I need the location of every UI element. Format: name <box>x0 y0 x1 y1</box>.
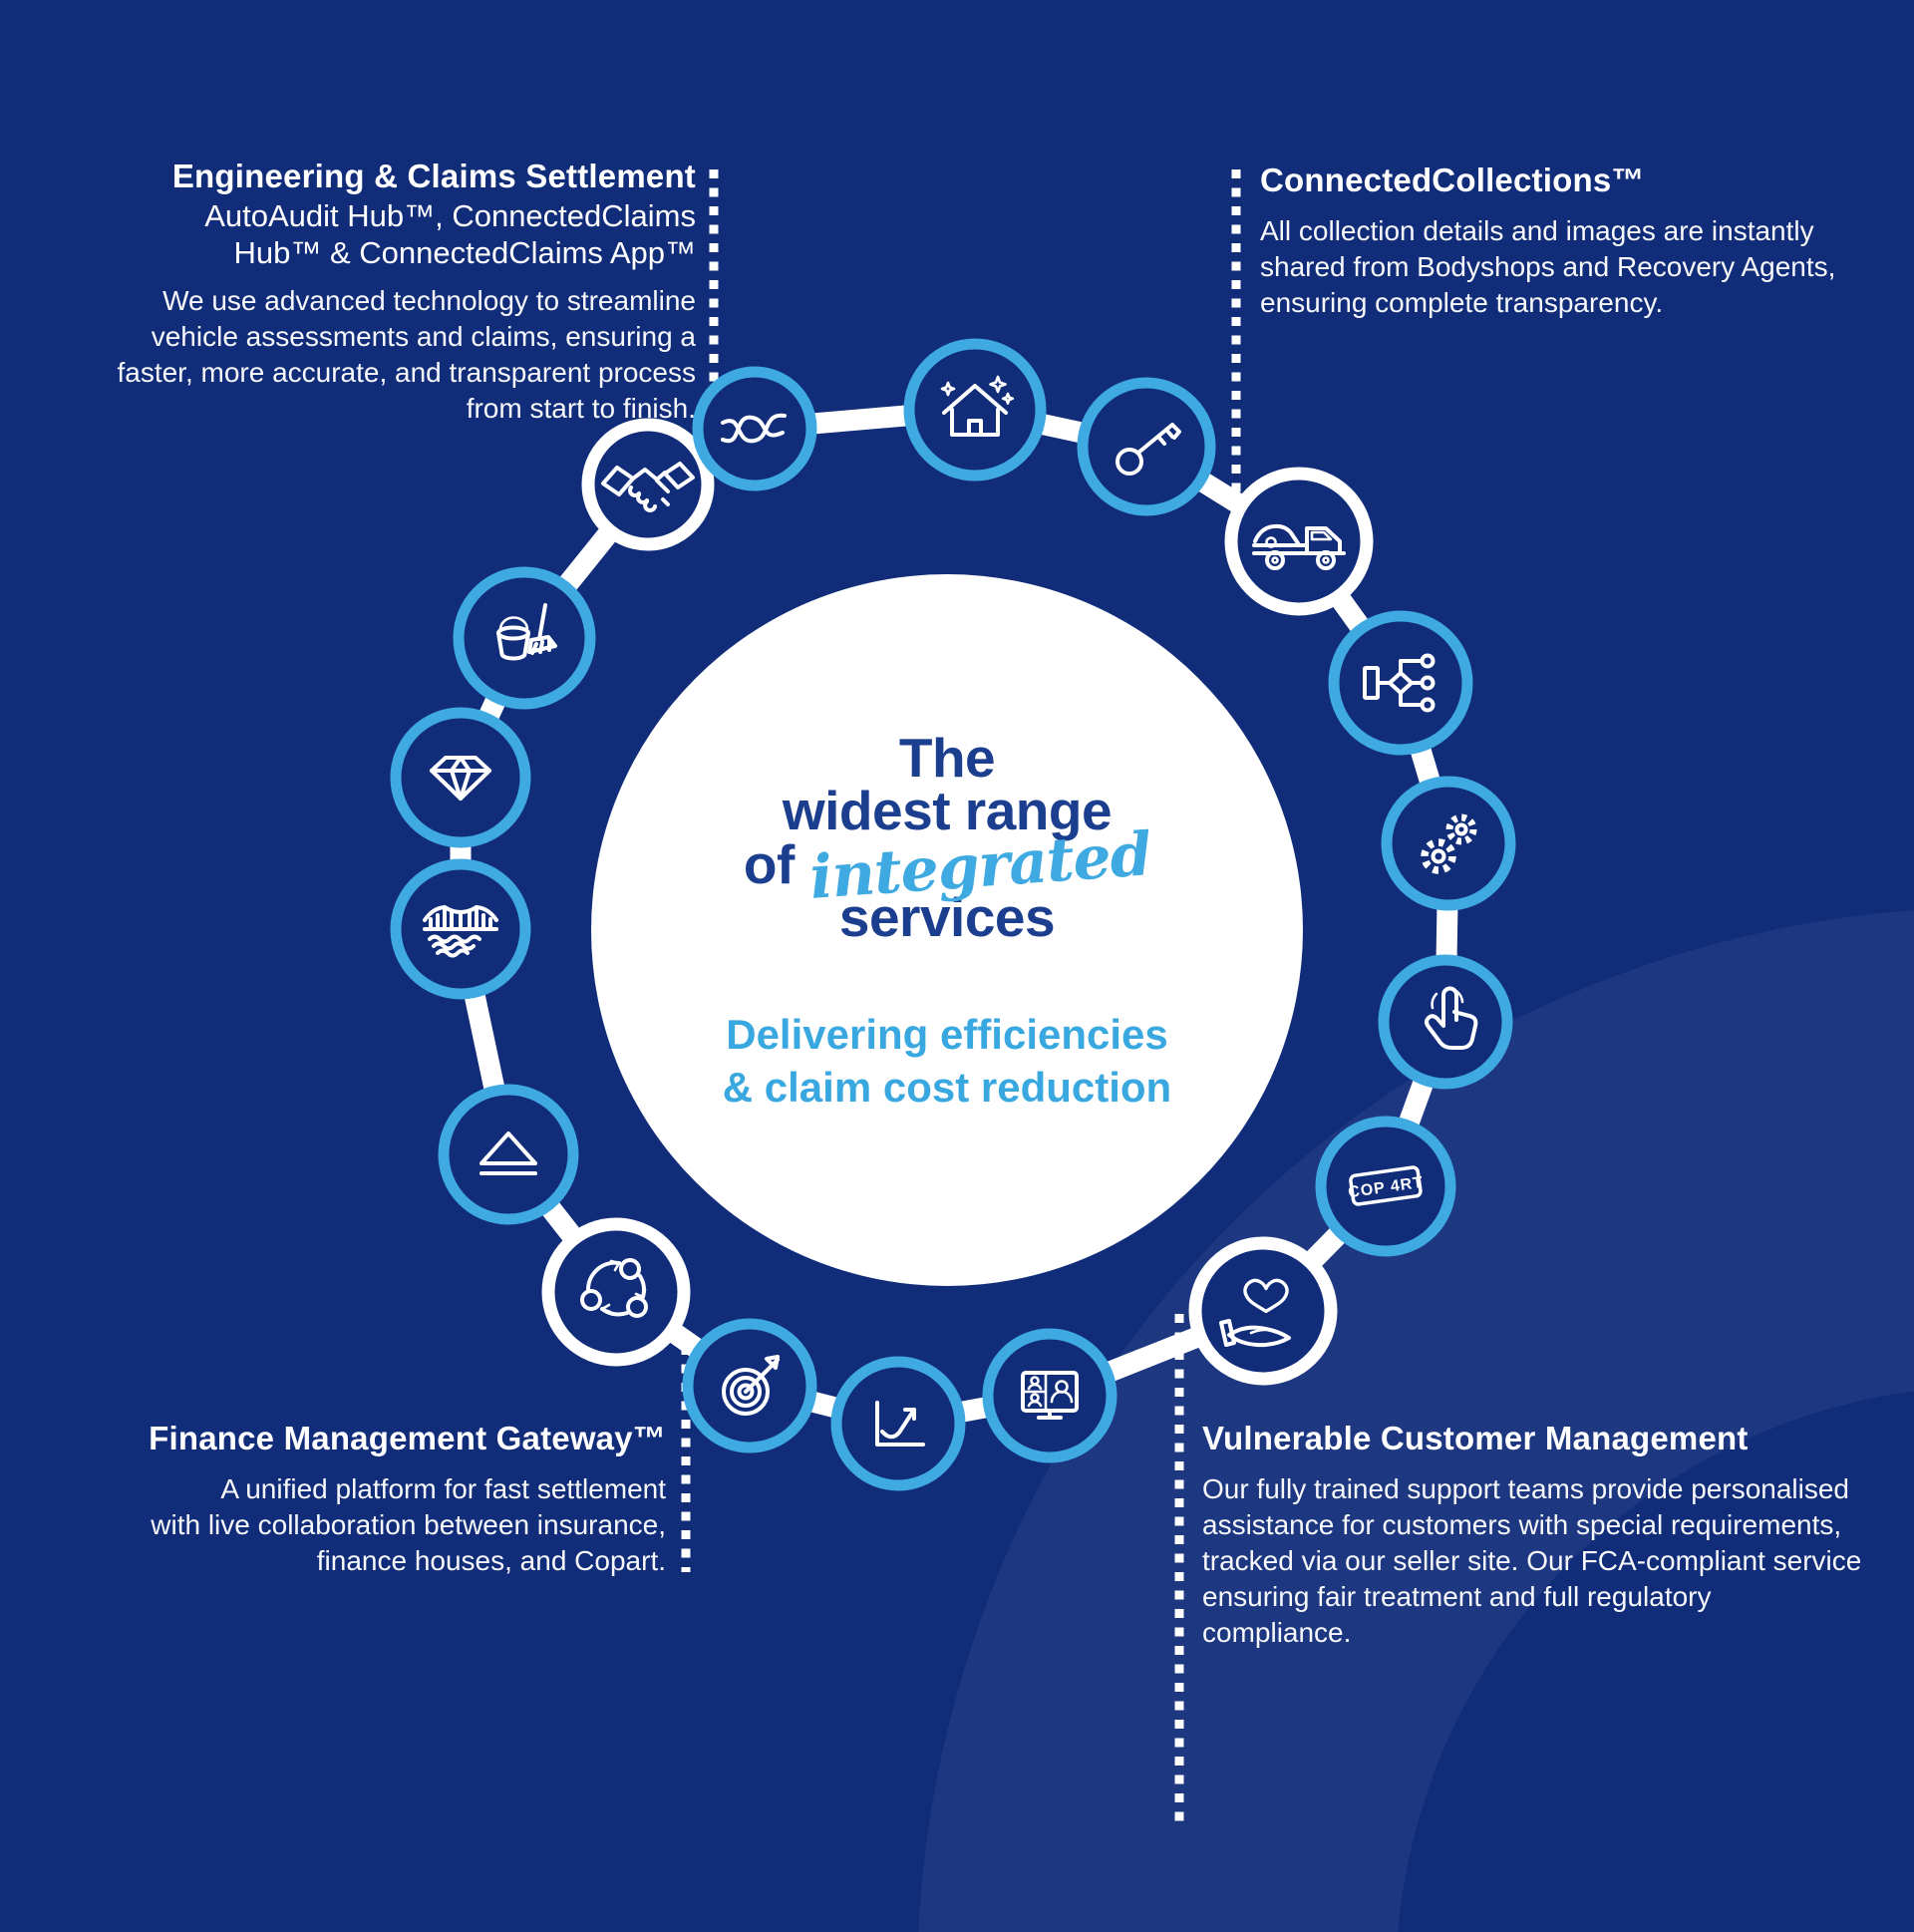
block-finance-gateway: Finance Management Gateway™ A unified pl… <box>48 1418 666 1579</box>
body-line: finance houses, and Copart. <box>316 1545 666 1576</box>
body-line: ensuring fair treatment and full regulat… <box>1202 1581 1712 1612</box>
background-swoosh <box>918 910 1914 1932</box>
bridge-icon <box>390 858 531 1000</box>
block-engineering-claims: Engineering & Claims Settlement AutoAudi… <box>48 156 696 427</box>
block-finance-body: A unified platform for fast settlement w… <box>48 1471 666 1579</box>
house-sparkle-icon <box>903 338 1047 482</box>
body-line: vehicle assessments and claims, ensuring… <box>151 321 696 352</box>
body-line: ensuring complete transparency. <box>1260 287 1664 318</box>
block-vulnerable-body: Our fully trained support teams provide … <box>1202 1471 1880 1651</box>
handshake-icon <box>581 418 715 551</box>
body-line: shared from Bodyshops and Recovery Agent… <box>1260 251 1836 282</box>
block-collections-title: ConnectedCollections™ <box>1260 161 1645 198</box>
license-plate-icon: COP 4RT <box>1315 1116 1456 1257</box>
body-line: We use advanced technology to streamline <box>162 285 696 316</box>
video-call-icon <box>982 1328 1117 1463</box>
key-icon <box>1077 377 1216 516</box>
block-engineering-subtitle: AutoAudit Hub™, ConnectedClaims Hub™ & C… <box>48 197 696 271</box>
subtitle-line: Hub™ & ConnectedClaims App™ <box>233 235 696 270</box>
body-line: All collection details and images are in… <box>1260 215 1814 246</box>
body-line: compliance. <box>1202 1617 1352 1648</box>
cleaning-icon <box>453 566 596 710</box>
gears-icon <box>1381 776 1516 911</box>
heart-in-hand-icon <box>1188 1236 1338 1386</box>
body-line: faster, more accurate, and transparent p… <box>117 357 696 388</box>
body-line: A unified platform for fast settlement <box>220 1473 666 1504</box>
body-line: assistance for customers with special re… <box>1202 1509 1842 1540</box>
center-disc <box>591 574 1303 1286</box>
workflow-icon <box>1328 610 1473 756</box>
body-line: Our fully trained support teams provide … <box>1202 1473 1850 1504</box>
block-finance-title: Finance Management Gateway™ <box>149 1420 666 1456</box>
block-collections-body: All collection details and images are in… <box>1260 213 1878 321</box>
body-line: with live collaboration between insuranc… <box>151 1509 666 1540</box>
block-engineering-body: We use advanced technology to streamline… <box>48 283 696 427</box>
body-line: tracked via our seller site. Our FCA-com… <box>1202 1545 1862 1576</box>
block-vulnerable-title: Vulnerable Customer Management <box>1202 1420 1749 1456</box>
target-icon <box>682 1318 817 1453</box>
block-engineering-title: Engineering & Claims Settlement <box>171 158 696 194</box>
diamond-icon <box>390 707 531 848</box>
jack-triangle-icon <box>438 1084 579 1225</box>
block-connected-collections: ConnectedCollections™ All collection det… <box>1260 160 1878 321</box>
growth-chart-icon <box>830 1356 966 1491</box>
subtitle-line: AutoAudit Hub™, ConnectedClaims <box>204 198 696 233</box>
body-line: from start to finish. <box>466 393 696 424</box>
cycle-arrows-icon <box>541 1217 691 1367</box>
knot-icon <box>692 366 817 491</box>
tow-truck-icon <box>1224 467 1374 616</box>
block-vulnerable-customer: Vulnerable Customer Management Our fully… <box>1202 1418 1880 1651</box>
tap-finger-icon <box>1378 954 1513 1090</box>
